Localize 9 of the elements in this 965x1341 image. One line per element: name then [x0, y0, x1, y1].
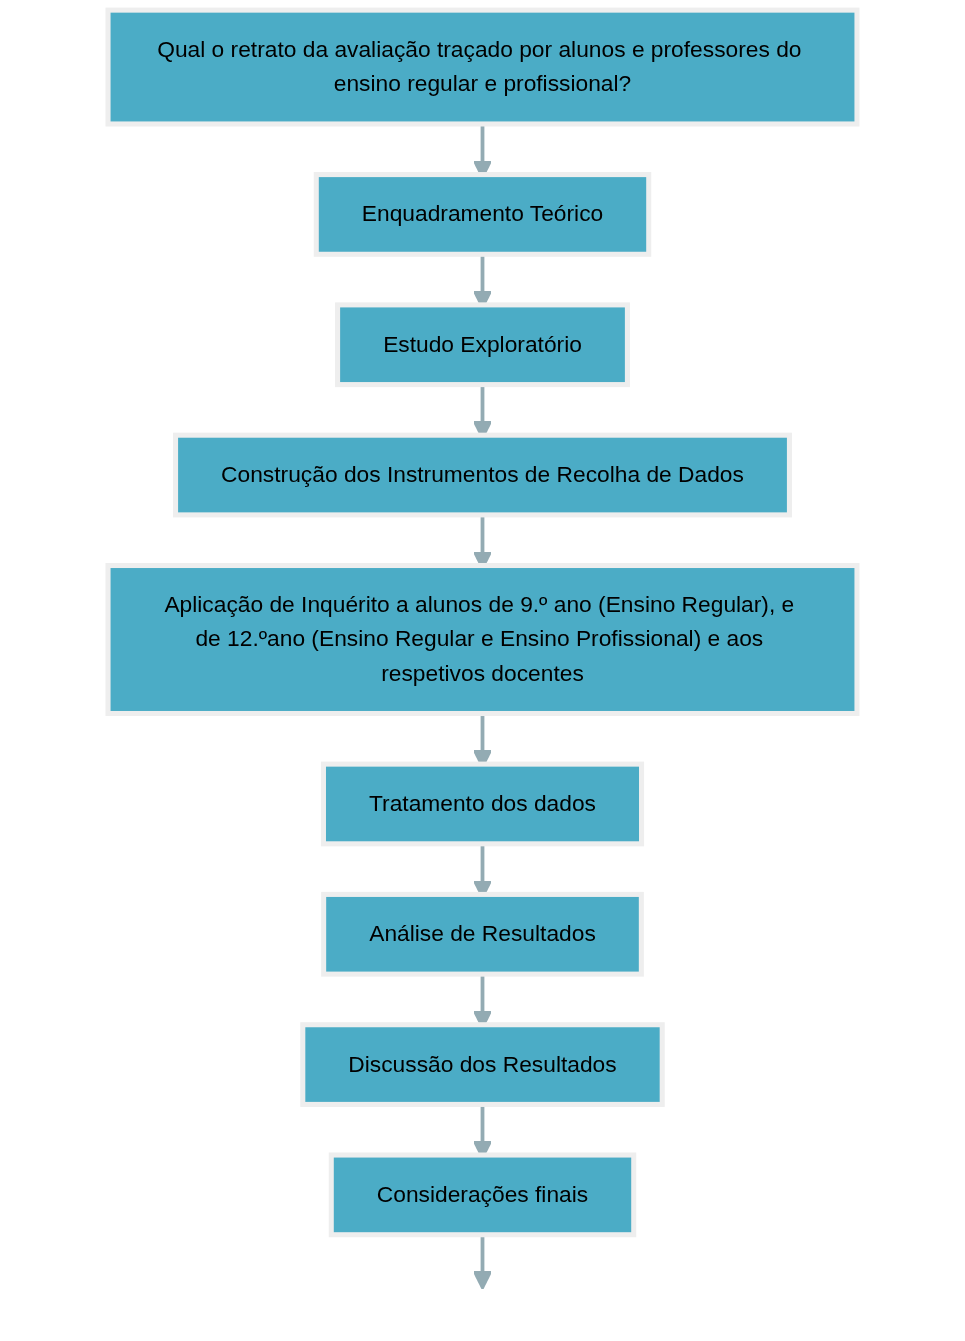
node-box: Qual o retrato da avaliação traçado por alunos e professores do ensino regular e profissional?	[105, 7, 860, 127]
node-box: Estudo Exploratório	[335, 302, 630, 388]
node-box: Tratamento dos dados	[320, 761, 645, 847]
node-box: Considerações finais	[328, 1152, 637, 1238]
node-box: Discussão dos Resultados	[300, 1022, 665, 1107]
node-box: Construção dos Instrumentos de Recolha de Dados	[173, 432, 792, 518]
node-box: Enquadramento Teórico	[313, 172, 652, 257]
node-box: Aplicação de Inquérito a alunos de 9.º ano (Ensino Regular), e de 12.ºano (Ensino Regular e Ensino Profissional) e aos respetivos docentes	[105, 562, 860, 717]
node-box: Análise de Resultados	[321, 891, 644, 977]
